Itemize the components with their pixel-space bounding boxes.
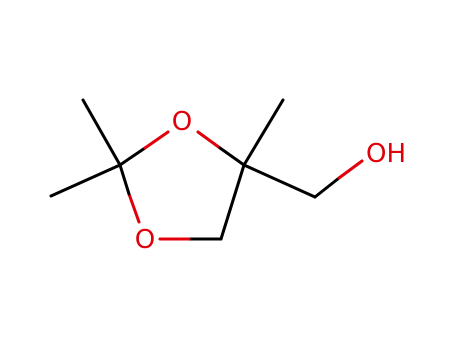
bond-c2-o1-oxygen-part: [143, 130, 170, 150]
bond-c4-ch2: [242, 163, 317, 199]
atom-label-o3: O: [135, 225, 155, 255]
bond-c4-c5: [219, 163, 246, 241]
bond-o1-c4-oxygen-part: [196, 130, 222, 150]
atom-label-hydroxyl: OH: [366, 139, 406, 169]
bond-o1-c4-carbon-part: [218, 146, 246, 167]
bond-c2-methyl-b: [49, 163, 122, 198]
atom-label-o1: O: [172, 107, 192, 137]
bond-ch2-oh-carbon-part: [313, 176, 341, 199]
bond-c4-methyl: [242, 98, 285, 167]
bond-o3-c2-carbon-part: [118, 163, 131, 196]
bonds: [49, 98, 364, 241]
bond-c2-o1-carbon-part: [118, 146, 147, 167]
bond-ch2-oh-oxygen-part: [337, 159, 364, 180]
bond-c2-methyl-a: [81, 98, 122, 167]
bond-o3-c2-oxygen-part: [127, 192, 141, 224]
